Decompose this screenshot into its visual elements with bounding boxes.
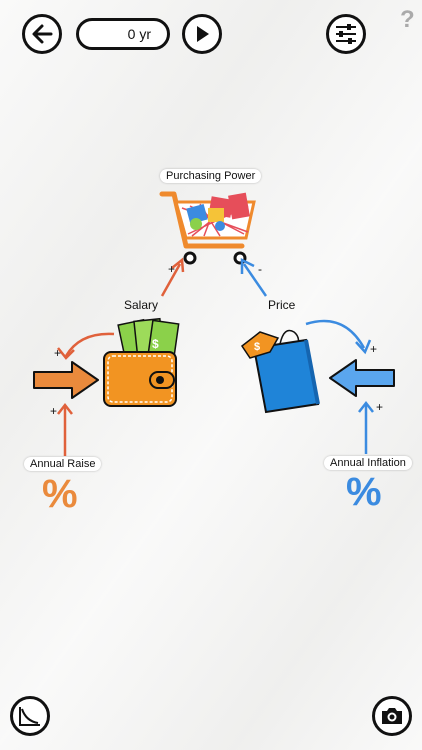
sign-wallet-feedback: + (54, 346, 62, 360)
back-arrow-icon (32, 24, 53, 44)
salary-label: Salary (124, 298, 159, 312)
shopping-bag-icon: $ (240, 329, 320, 414)
back-button[interactable] (22, 14, 62, 54)
sign-bag-feedback: + (370, 342, 378, 356)
inflation-input-arrow (329, 359, 395, 397)
camera-button[interactable] (372, 696, 412, 736)
sign-inflation-price: + (376, 400, 384, 414)
camera-icon (382, 708, 402, 724)
bag-feedback-arrow (305, 319, 372, 355)
play-icon (197, 26, 209, 42)
annual-raise-label: Annual Raise (24, 457, 102, 471)
raise-to-salary-arrow (57, 402, 73, 456)
sign-price-power: - (258, 262, 262, 276)
price-label: Price (268, 298, 296, 312)
sliders-icon (336, 24, 356, 44)
price-tag-symbol: $ (254, 341, 260, 353)
play-button[interactable] (182, 14, 222, 54)
decay-chart-icon (19, 707, 40, 726)
cash-symbol: $ (152, 337, 159, 351)
sign-raise-salary: + (50, 404, 58, 418)
shopping-cart-icon (159, 191, 256, 265)
annual-inflation-control[interactable]: % (346, 470, 382, 514)
inflation-to-price-arrow (358, 400, 374, 454)
settings-button[interactable] (326, 14, 366, 54)
annual-inflation-label: Annual Inflation (324, 456, 412, 470)
salary-to-power-arrow (160, 257, 185, 297)
sign-salary-power: + (168, 262, 176, 276)
annual-raise-control[interactable]: % (42, 472, 78, 516)
help-button[interactable]: ? (400, 6, 415, 33)
wallet-icon: $ (103, 317, 180, 407)
raise-input-arrow (33, 361, 99, 399)
time-display: 0 yr (76, 18, 170, 50)
purchasing-power-label: Purchasing Power (160, 169, 262, 183)
wallet-feedback-arrow (57, 332, 115, 360)
chart-button[interactable] (10, 696, 50, 736)
price-to-power-arrow (240, 257, 268, 297)
